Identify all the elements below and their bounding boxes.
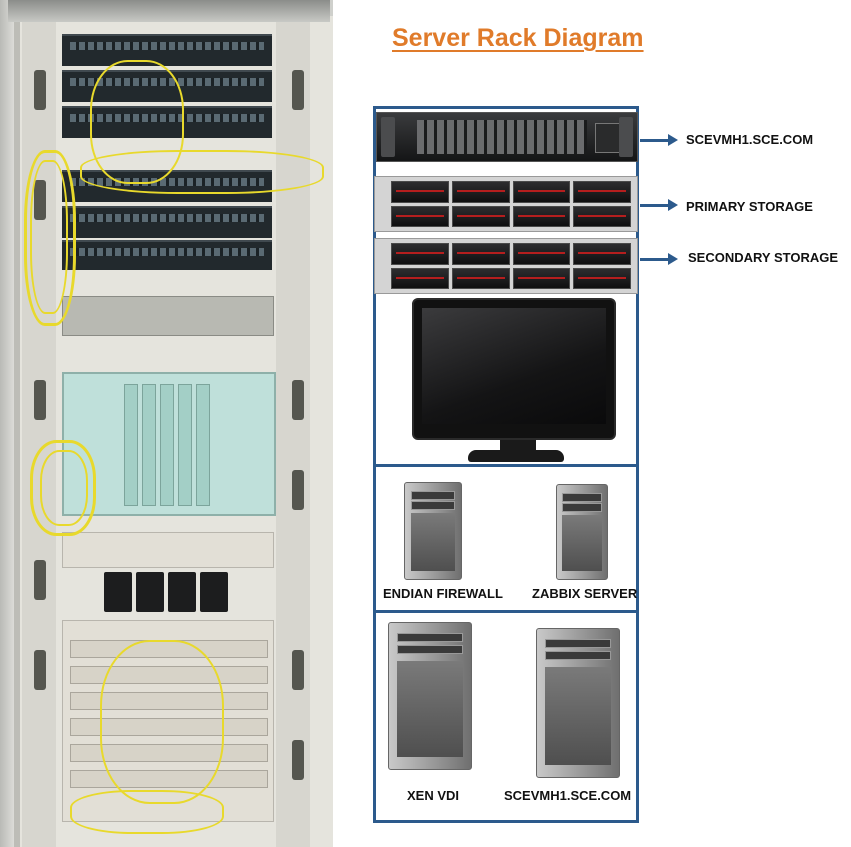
rail-slot [292, 70, 304, 110]
diagram-title: Server Rack Diagram [392, 24, 644, 52]
storage-array-icon [374, 176, 638, 232]
tower-server-icon [404, 482, 462, 580]
rack-divider [373, 610, 639, 613]
rail-slot [34, 650, 46, 690]
device-label-scevmh1-tower: SCEVMH1.SCE.COM [504, 788, 632, 803]
rail-slot [34, 560, 46, 600]
arrow-icon [640, 134, 678, 146]
switch [62, 240, 272, 270]
patch-panel [62, 34, 272, 66]
fiber-cable [70, 790, 224, 834]
arrow-icon [640, 199, 678, 211]
fiber-cable-bundle [30, 160, 68, 314]
monitor-stand [500, 440, 536, 452]
power-supply [200, 572, 228, 612]
telecom-chassis [62, 372, 276, 516]
device-label-xen-vdi: XEN VDI [407, 788, 460, 803]
fiber-cable [100, 640, 224, 804]
rack-rail-left [22, 22, 56, 847]
tower-server-icon [536, 628, 620, 778]
rack-divider [373, 464, 639, 467]
device-label-secondary-storage: SECONDARY STORAGE [688, 250, 839, 265]
terminal-block [70, 718, 268, 736]
power-unit [62, 532, 274, 568]
rack-server-icon [376, 112, 638, 162]
power-supply [168, 572, 196, 612]
power-supply [136, 572, 164, 612]
rail-slot [292, 650, 304, 690]
device-label-scevmh1: SCEVMH1.SCE.COM [686, 132, 814, 147]
monitor-icon [412, 298, 616, 440]
device-label-primary-storage: PRIMARY STORAGE [686, 199, 813, 214]
rack-photo [0, 0, 333, 847]
wall [0, 0, 14, 847]
storage-array-icon [374, 238, 638, 294]
fiber-cable [90, 60, 184, 184]
fiber-cable [80, 150, 324, 194]
rail-slot [34, 380, 46, 420]
tower-server-icon [388, 622, 472, 770]
rack-top-frame [8, 0, 330, 22]
arrow-icon [640, 253, 678, 265]
tower-server-icon [556, 484, 608, 580]
rail-slot [292, 380, 304, 420]
power-supply [104, 572, 132, 612]
device-label-endian-firewall: ENDIAN FIREWALL [383, 586, 503, 601]
rack-rail-right [276, 22, 310, 847]
rail-slot [292, 740, 304, 780]
fiber-cable-bundle [40, 450, 88, 526]
router [62, 296, 274, 336]
patch-panel [62, 206, 272, 238]
monitor-stand [468, 450, 564, 462]
fiber-cable-bundle [30, 440, 96, 536]
rail-slot [34, 70, 46, 110]
device-label-zabbix-server: ZABBIX SERVER [532, 586, 638, 601]
fiber-cable-bundle [24, 150, 76, 326]
rail-slot [292, 470, 304, 510]
